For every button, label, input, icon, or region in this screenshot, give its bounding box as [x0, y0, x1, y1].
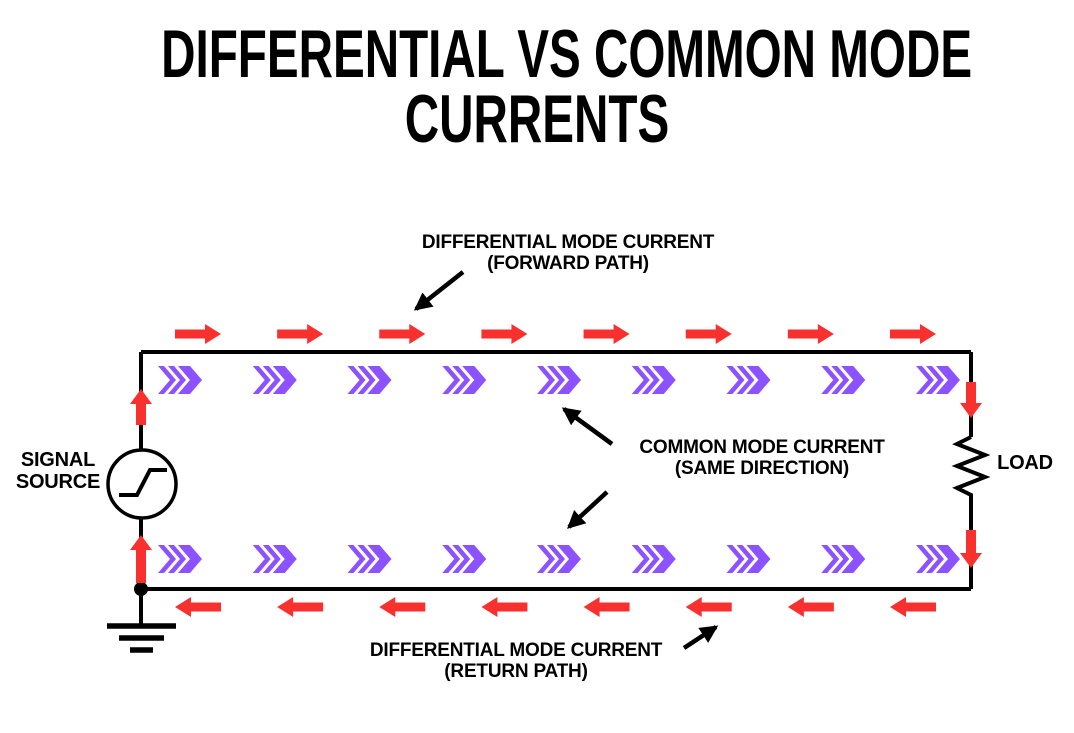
differential-return-arrow-icon: [787, 597, 834, 617]
differential-forward-arrow-icon: [379, 324, 426, 344]
step-waveform-icon: [119, 468, 167, 497]
differential-forward-arrow-icon: [890, 324, 936, 344]
right-wire-current-arrow-icon: [960, 530, 982, 568]
left-wire-current-arrow-icon: [130, 535, 152, 583]
ground-icon: [107, 589, 176, 653]
differential-return-arrow-icon: [481, 597, 528, 617]
left-wire-current-arrow-icon: [130, 389, 152, 425]
common-mode-chevron-icon: [537, 545, 581, 573]
differential-current-arrows: [130, 324, 982, 617]
forward-path-label: DIFFERENTIAL MODE CURRENT (FORWARD PATH): [368, 232, 768, 275]
common-mode-chevron-icon: [821, 545, 866, 573]
common-mode-chevron-icon: [347, 366, 392, 394]
common-mode-chevron-icon: [158, 366, 202, 394]
signal-source-icon: [106, 448, 178, 520]
differential-forward-arrow-icon: [481, 324, 528, 344]
forward-path-pointer-arrow-icon: [413, 270, 465, 311]
junction-dot: [134, 582, 148, 596]
differential-forward-arrow-icon: [685, 324, 732, 344]
common-mode-label-line2: (SAME DIRECTION): [674, 457, 850, 479]
differential-forward-arrow-icon: [175, 324, 221, 344]
pointer-arrows: [413, 270, 719, 650]
common-mode-label: COMMON MODE CURRENT (SAME DIRECTION): [562, 437, 962, 480]
common-mode-bottom-pointer-arrow-icon: [567, 490, 609, 529]
common-mode-chevrons-top: [158, 366, 960, 394]
differential-return-arrow-icon: [890, 597, 936, 617]
common-mode-chevron-icon: [442, 366, 487, 394]
differential-forward-arrow-icon: [787, 324, 834, 344]
common-mode-chevrons-bottom: [158, 545, 960, 573]
differential-return-arrow-icon: [379, 597, 426, 617]
page-title: DIFFERENTIAL VS COMMON MODE CURRENTS: [0, 16, 1074, 157]
common-mode-chevron-icon: [916, 545, 960, 573]
common-mode-chevron-icon: [537, 366, 581, 394]
return-path-label-line1: DIFFERENTIAL MODE CURRENT: [369, 640, 663, 661]
differential-forward-arrow-icon: [583, 324, 630, 344]
signal-source-label: SIGNAL SOURCE: [2, 449, 114, 493]
common-mode-chevron-icon: [916, 366, 960, 394]
common-mode-chevron-icon: [158, 545, 202, 573]
signal-source-label-line2: SOURCE: [15, 471, 101, 493]
common-mode-chevron-icon: [252, 366, 297, 394]
return-path-pointer-arrow-icon: [682, 625, 719, 650]
load-label: LOAD: [997, 452, 1053, 474]
differential-forward-arrow-icon: [277, 324, 324, 344]
common-mode-chevron-icon: [726, 366, 771, 394]
common-mode-chevron-icon: [726, 545, 771, 573]
differential-return-arrow-icon: [685, 597, 732, 617]
differential-return-arrow-icon: [175, 597, 221, 617]
common-mode-label-line1: COMMON MODE CURRENT: [639, 437, 885, 458]
load-resistor-icon: [951, 435, 991, 500]
common-mode-chevron-icon: [821, 366, 866, 394]
differential-return-arrow-icon: [277, 597, 324, 617]
differential-return-arrow-icon: [583, 597, 630, 617]
forward-path-label-line1: DIFFERENTIAL MODE CURRENT: [421, 232, 715, 253]
right-wire-current-arrow-icon: [960, 382, 982, 418]
common-mode-top-pointer-arrow-icon: [561, 407, 614, 446]
common-mode-chevron-icon: [347, 545, 392, 573]
return-path-label: DIFFERENTIAL MODE CURRENT (RETURN PATH): [316, 640, 716, 683]
common-mode-chevron-icon: [631, 545, 676, 573]
page-title-line1: DIFFERENTIAL VS COMMON MODE: [161, 16, 973, 92]
common-mode-chevron-icon: [252, 545, 297, 573]
forward-path-label-line2: (FORWARD PATH): [487, 252, 649, 274]
return-path-label-line2: (RETURN PATH): [444, 660, 588, 682]
signal-source-label-line1: SIGNAL: [20, 449, 96, 471]
page-title-line2: CURRENTS: [404, 80, 670, 157]
common-mode-chevron-icon: [442, 545, 487, 573]
common-mode-chevron-icon: [631, 366, 676, 394]
